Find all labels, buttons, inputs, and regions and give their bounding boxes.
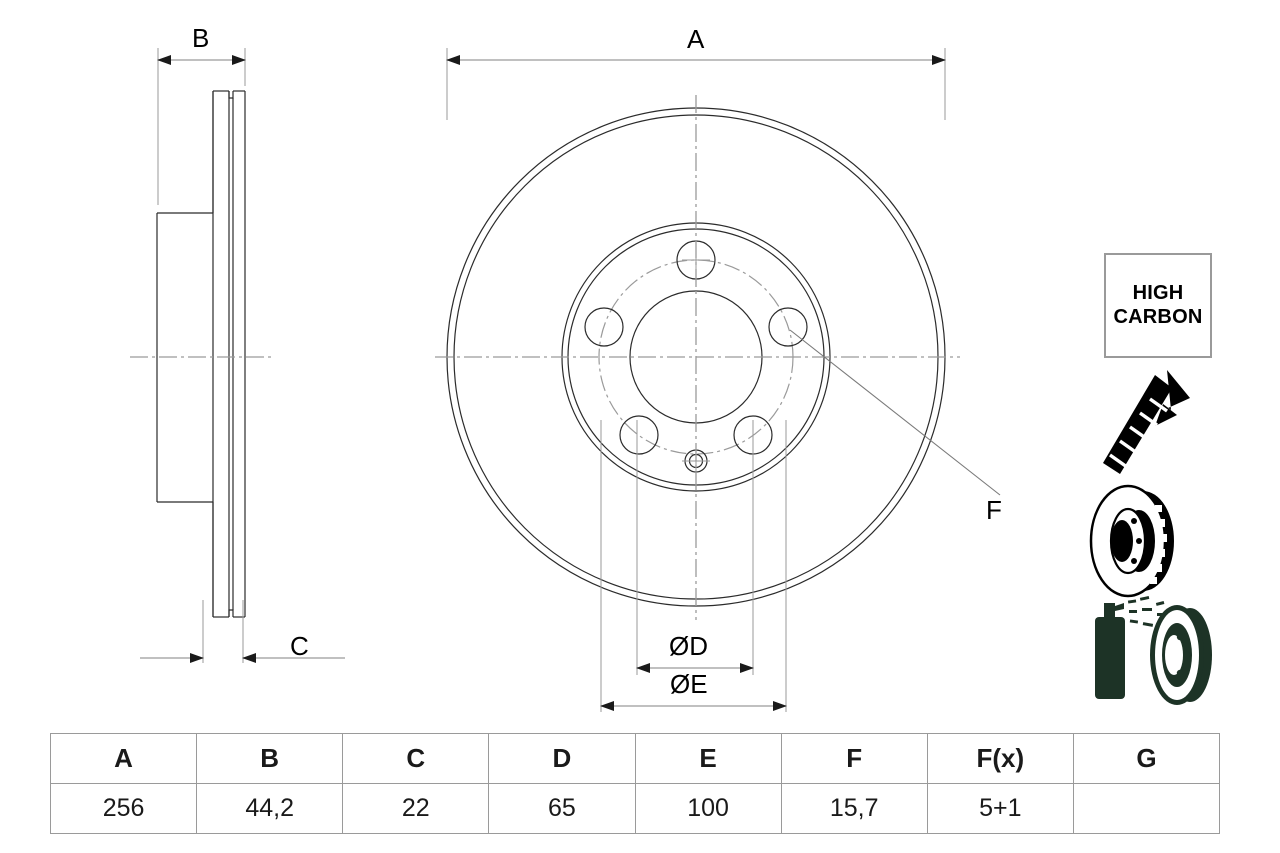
vented-brake-disc-icon: [1089, 484, 1174, 598]
table-value-b: 44,2: [196, 783, 344, 834]
screw-icon: [1103, 370, 1190, 474]
side-section-view: [156, 90, 246, 618]
high-carbon-line-1: HIGH: [1132, 281, 1184, 304]
dimension-label-c: C: [290, 631, 309, 661]
hub-dimension-extension-lines: [600, 420, 787, 712]
dimension-label-d: ØD: [669, 631, 708, 661]
table-header-g: G: [1072, 733, 1221, 784]
table-value-fx: 5+1: [926, 783, 1074, 834]
table-value-c: 22: [342, 783, 490, 834]
table-value-f: 15,7: [780, 783, 928, 834]
table-header-d: D: [488, 733, 636, 784]
specification-table: A B C D E F F(x) G 256 44,2 22 65 100 15…: [49, 733, 1221, 834]
dimension-label-a: A: [687, 24, 705, 54]
front-view-centerlines: [435, 95, 960, 620]
dimension-f-leader: [789, 329, 1001, 496]
table-value-d: 65: [488, 783, 636, 834]
high-carbon-badge: HIGH CARBON: [1104, 253, 1212, 358]
dimension-label-f: F: [986, 495, 1002, 525]
dimension-label-b: B: [192, 23, 210, 53]
table-header-f: F: [780, 733, 928, 784]
table-value-g: [1072, 783, 1221, 834]
table-header-row: A B C D E F F(x) G: [49, 733, 1221, 784]
dimension-label-e: ØE: [670, 669, 708, 699]
table-header-e: E: [634, 733, 782, 784]
bolt-hole-lower-left: [619, 415, 659, 455]
table-header-b: B: [196, 733, 344, 784]
side-view-extension-lines: [157, 48, 246, 663]
table-header-fx: F(x): [926, 733, 1074, 784]
high-carbon-line-2: CARBON: [1113, 305, 1203, 328]
table-value-e: 100: [634, 783, 782, 834]
bolt-hole-upper-left: [584, 307, 624, 347]
table-value-a: 256: [49, 783, 198, 834]
table-header-c: C: [342, 733, 490, 784]
coating-spray-disc-icon: [1095, 595, 1212, 705]
table-header-a: A: [49, 733, 198, 784]
bolt-hole-upper-right: [768, 307, 808, 347]
table-value-row: 256 44,2 22 65 100 15,7 5+1: [49, 783, 1221, 834]
